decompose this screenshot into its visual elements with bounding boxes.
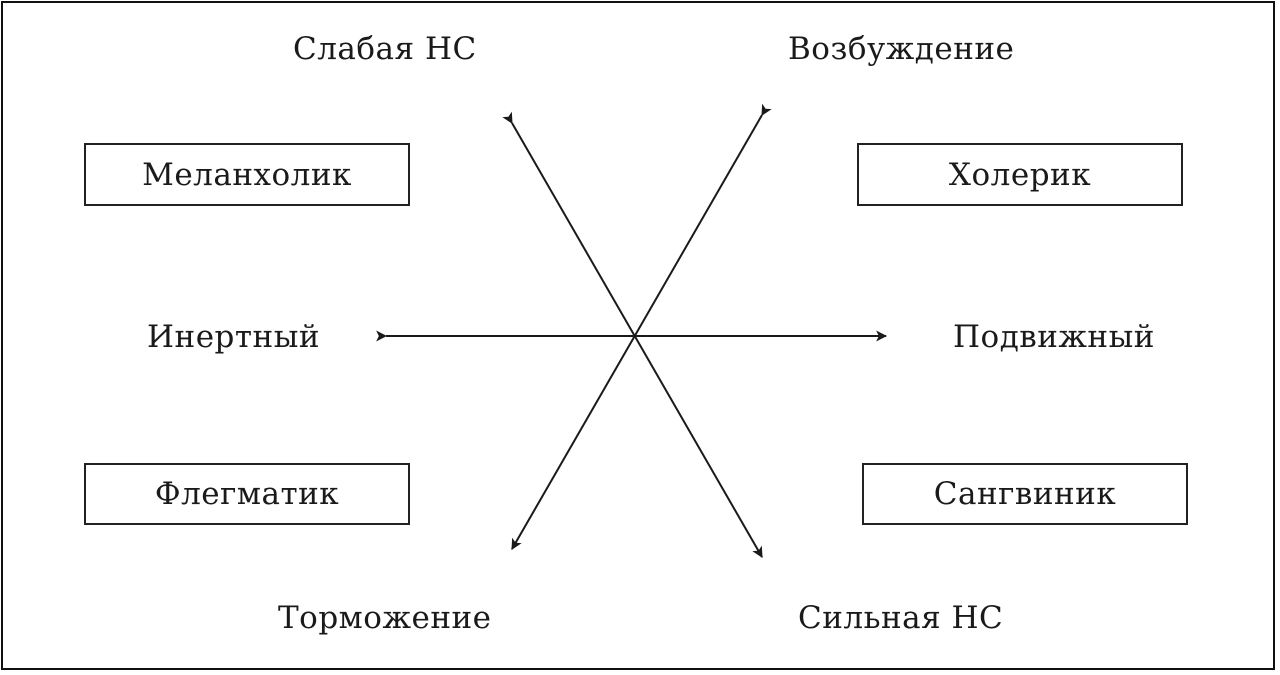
- label-inert: Инертный: [147, 319, 321, 355]
- axis-excitation-inhibition: [511, 103, 772, 550]
- label-strong-ns: Сильная НС: [798, 600, 1004, 636]
- label-excitation: Возбуждение: [788, 31, 1015, 67]
- label-mobile: Подвижный: [953, 319, 1155, 355]
- axis-weak-strong: [502, 111, 763, 558]
- box-sanguine: Сангвиник: [862, 463, 1188, 525]
- box-choleric: Холерик: [857, 143, 1183, 206]
- box-melancholic: Меланхолик: [84, 143, 410, 206]
- label-inhibition: Торможение: [278, 600, 492, 636]
- label-weak-ns: Слабая НС: [293, 31, 477, 67]
- box-phlegmatic: Флегматик: [84, 463, 410, 525]
